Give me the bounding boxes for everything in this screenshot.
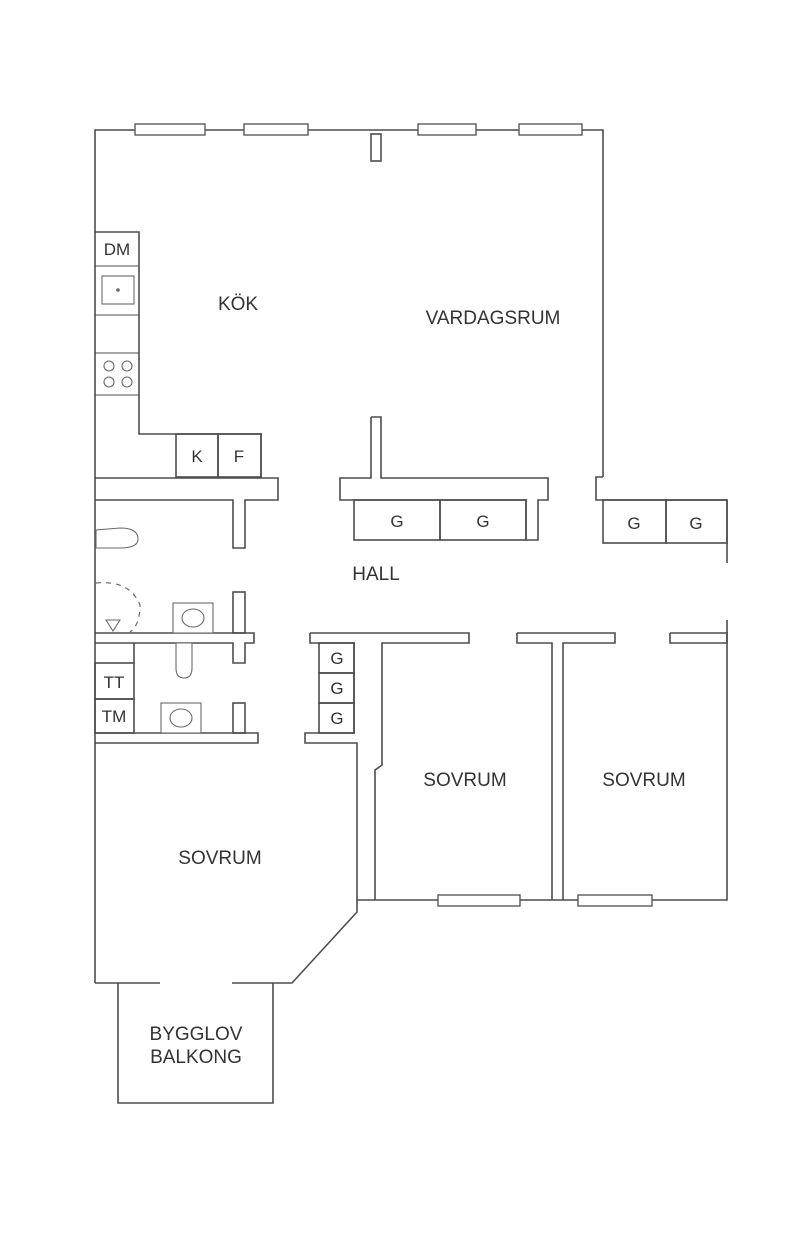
- kitchen-label: KÖK: [218, 294, 258, 315]
- window: [437, 894, 521, 907]
- bedroom-label: SOVRUM: [423, 770, 506, 791]
- window: [577, 894, 653, 907]
- closet-label: G: [330, 649, 343, 668]
- wall-stub: [370, 133, 382, 162]
- window: [243, 123, 309, 136]
- stove-icon: [103, 360, 133, 388]
- closet-label: G: [476, 512, 489, 531]
- living-room-label: VARDAGSRUM: [426, 308, 561, 329]
- bedroom-label: SOVRUM: [602, 770, 685, 791]
- closet-label: G: [330, 709, 343, 728]
- dryer-label: TT: [104, 673, 125, 692]
- closet-label: G: [330, 679, 343, 698]
- dishwasher-label: DM: [104, 240, 130, 259]
- washer-label: TM: [102, 707, 127, 726]
- fridge-label: K: [191, 447, 203, 466]
- toilet-icon: [175, 642, 193, 679]
- balcony-label-line2: BALKONG: [150, 1047, 242, 1068]
- toilet-icon: [95, 527, 139, 549]
- interior-walls: [94, 416, 728, 1104]
- window: [417, 123, 477, 136]
- closet-label: G: [390, 512, 403, 531]
- kitchen-counter: [95, 231, 262, 478]
- hall-label: HALL: [352, 564, 400, 585]
- closet-label: G: [689, 514, 702, 533]
- balcony-label-line1: BYGGLOV: [150, 1024, 243, 1045]
- bedroom-label: SOVRUM: [178, 848, 261, 869]
- closet-label: G: [627, 514, 640, 533]
- outer-walls: [94, 123, 728, 984]
- window: [518, 123, 583, 136]
- freezer-label: F: [234, 447, 244, 466]
- window: [134, 123, 206, 136]
- shower-icon: [95, 582, 141, 633]
